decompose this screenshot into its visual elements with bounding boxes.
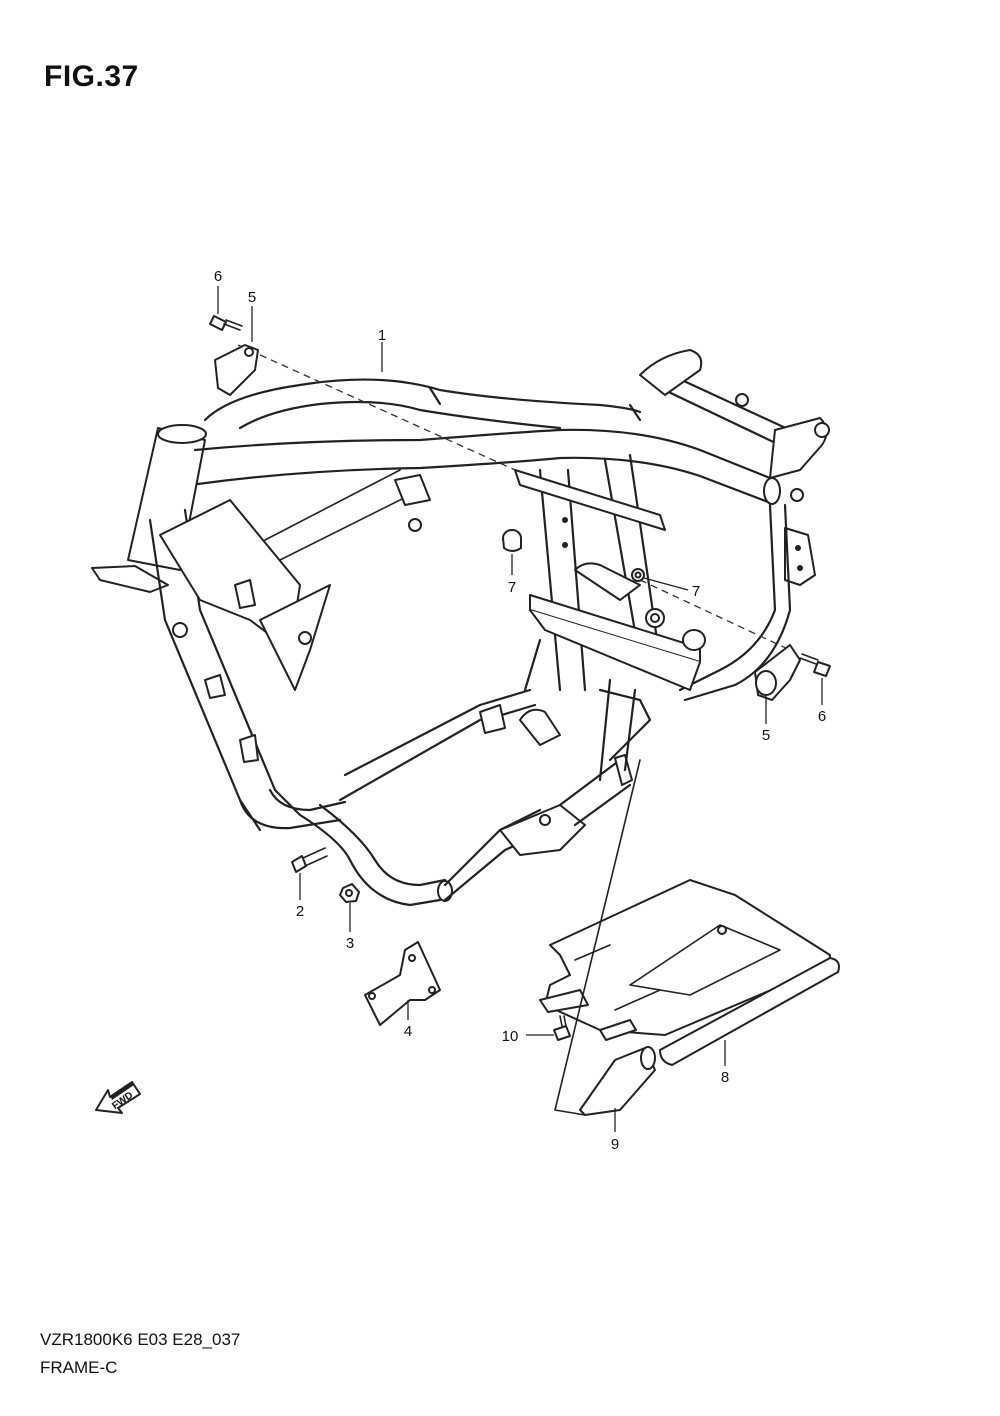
callout-6-right: 6 [818,708,826,725]
callout-6-top: 6 [214,268,222,285]
alignment-line-lower [639,579,791,651]
callout-7-right: 7 [692,583,700,600]
cover-piece[interactable] [579,1046,656,1116]
bracket-top-left[interactable] [214,344,259,396]
bracket-lower[interactable] [364,941,441,1026]
bolt-front-lower[interactable] [291,847,328,873]
nut-center-right[interactable] [631,568,645,582]
grommet-center[interactable] [502,529,522,552]
callout-10: 10 [502,1028,519,1045]
callout-3: 3 [346,935,354,952]
figure-name: FRAME-C [40,1358,118,1377]
alignment-line-upper [237,344,516,471]
callout-7-center: 7 [508,579,516,596]
fwd-arrow-icon: FWD [95,1081,141,1114]
callout-1: 1 [378,327,386,344]
bracket-right[interactable] [754,644,801,701]
bolt-under-cover[interactable] [553,1015,571,1041]
nut-lower[interactable] [339,883,360,903]
callout-5-top: 5 [248,289,256,306]
under-cover[interactable] [539,879,840,1066]
bolt-right[interactable] [799,653,831,677]
callout-9: 9 [611,1136,619,1153]
reference-bracket-line [554,759,641,1116]
figure-title: FIG.37 [44,60,139,93]
main-frame[interactable] [91,349,830,907]
plug-right[interactable] [682,629,706,651]
callout-4: 4 [404,1023,412,1040]
callout-2: 2 [296,903,304,920]
model-code: VZR1800K6 E03 E28_037 [40,1330,241,1349]
callout-5-right: 5 [762,727,770,744]
bolt-top-left[interactable] [209,315,243,331]
callout-8: 8 [721,1069,729,1086]
